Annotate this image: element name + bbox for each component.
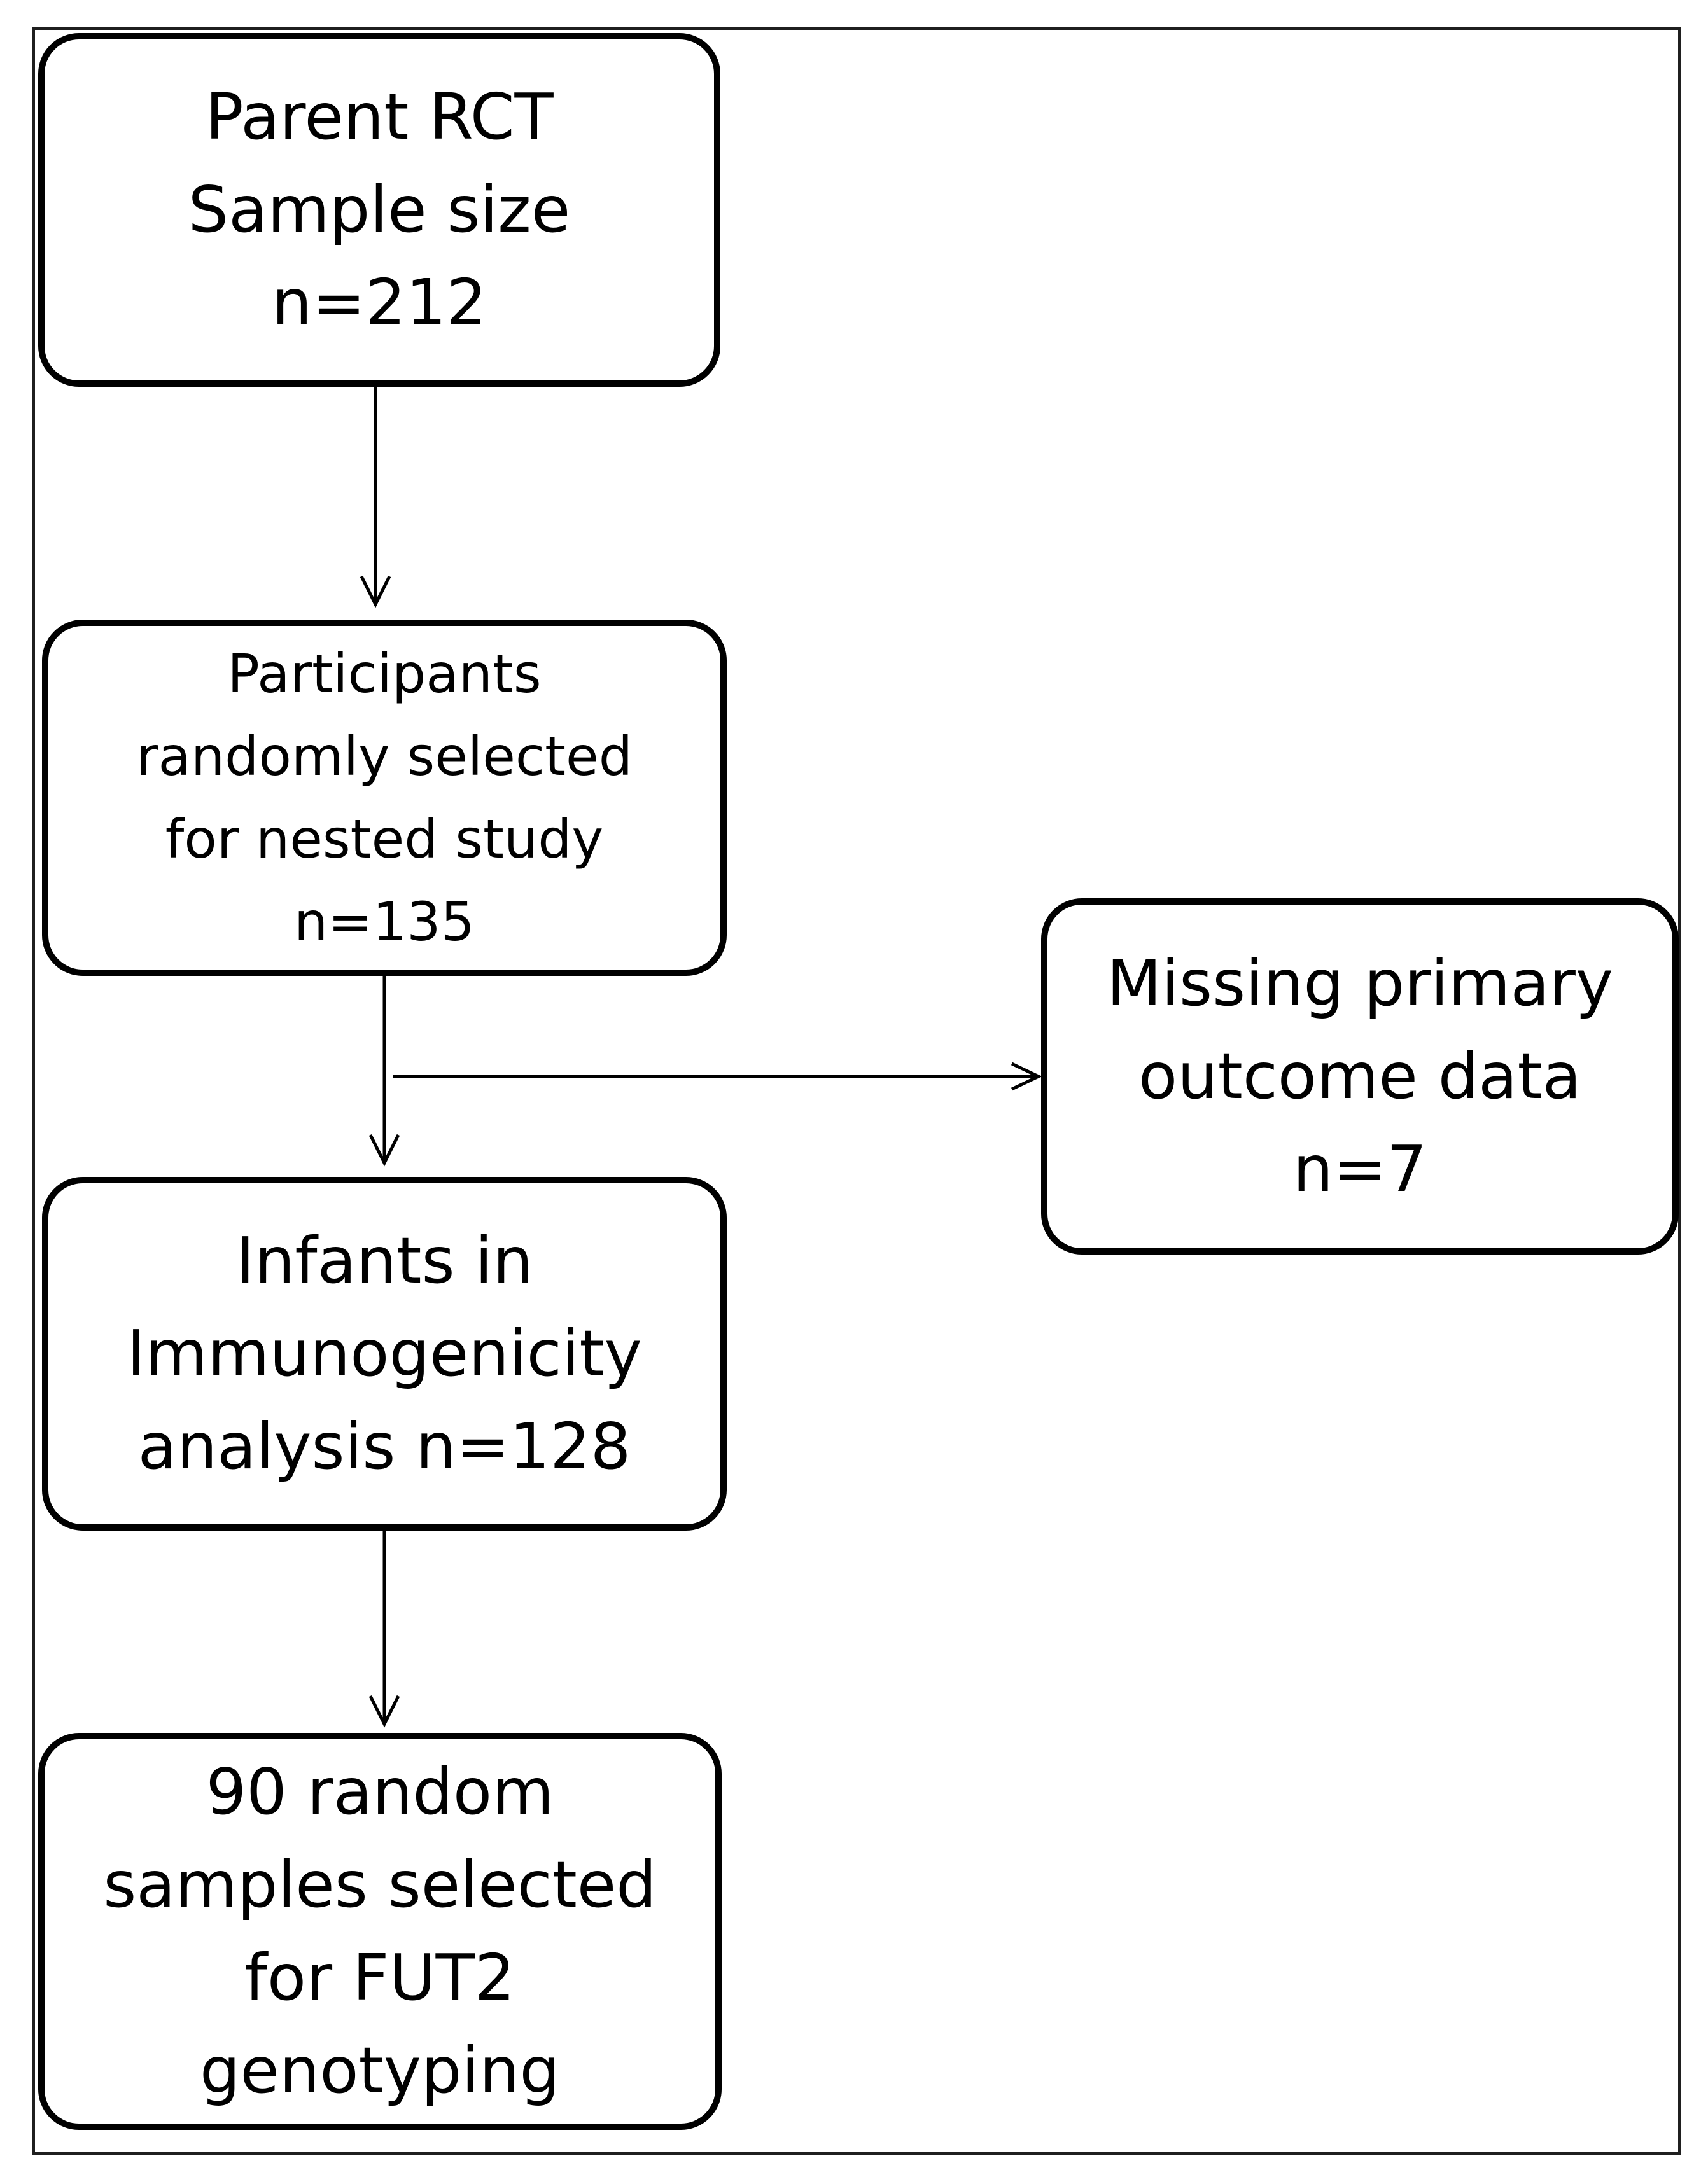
fut2-line-4: genotyping — [199, 2033, 561, 2108]
arrow-infants-to-fut2 — [368, 1531, 400, 1728]
fut2-box: 90 random samples selected for FUT2 geno… — [38, 1733, 722, 2130]
missing-line-1: Missing primary — [1106, 946, 1614, 1020]
participants-line-3: for nested study — [165, 808, 604, 870]
figure-frame — [32, 27, 1681, 2155]
fut2-line-2: samples selected — [103, 1847, 657, 1922]
arrow-participants-to-infants — [368, 976, 400, 1167]
parent-rct-subtitle: Sample size — [188, 172, 571, 247]
missing-data-box: Missing primary outcome data n=7 — [1041, 898, 1679, 1255]
parent-rct-count: n=212 — [271, 265, 487, 340]
participants-line-1: Participants — [227, 643, 542, 705]
participants-line-2: randomly selected — [136, 725, 633, 788]
participants-count: n=135 — [294, 891, 475, 953]
infants-line-3: analysis n=128 — [137, 1409, 631, 1484]
fut2-line-3: for FUT2 — [244, 1940, 515, 2015]
parent-rct-box: Parent RCT Sample size n=212 — [38, 33, 720, 387]
parent-rct-title: Parent RCT — [205, 80, 554, 154]
infants-line-2: Immunogenicity — [127, 1316, 642, 1391]
arrow-parent-to-participants — [360, 387, 391, 608]
infants-box: Infants in Immunogenicity analysis n=128 — [42, 1177, 727, 1531]
fut2-line-1: 90 random — [206, 1755, 554, 1829]
infants-line-1: Infants in — [235, 1223, 533, 1298]
participants-box: Participants randomly selected for neste… — [42, 620, 727, 976]
missing-count: n=7 — [1292, 1132, 1427, 1206]
arrow-exclusion-to-missing — [393, 1062, 1042, 1091]
missing-line-2: outcome data — [1138, 1039, 1581, 1113]
